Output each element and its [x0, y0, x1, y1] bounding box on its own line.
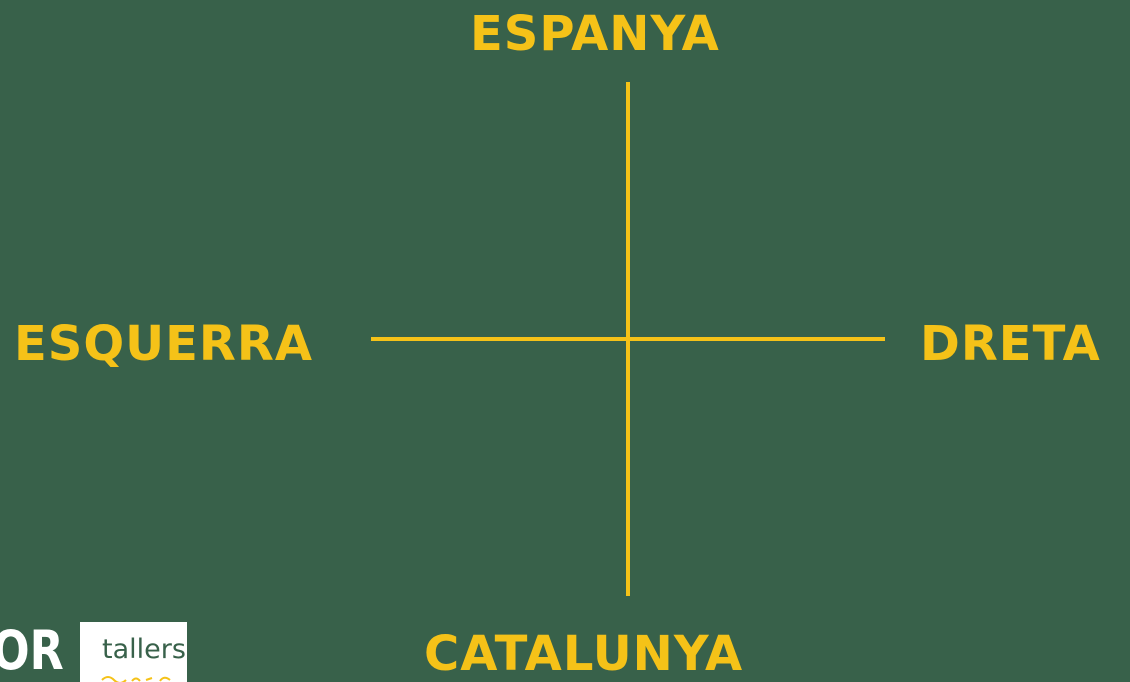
or-logo-text: OR: [0, 622, 64, 680]
axis-label-bottom: CATALUNYA: [424, 626, 744, 682]
tallers-logo-text: tallers: [102, 634, 186, 665]
horizontal-axis: [371, 337, 885, 341]
tallers-logo: tallers: [80, 622, 187, 682]
axis-label-left: ESQUERRA: [14, 316, 313, 372]
axis-label-right: DRETA: [920, 316, 1101, 372]
logo-scribble-icon: [101, 676, 171, 682]
axis-label-top: ESPANYA: [470, 6, 720, 62]
or-logo: OR: [0, 622, 64, 680]
